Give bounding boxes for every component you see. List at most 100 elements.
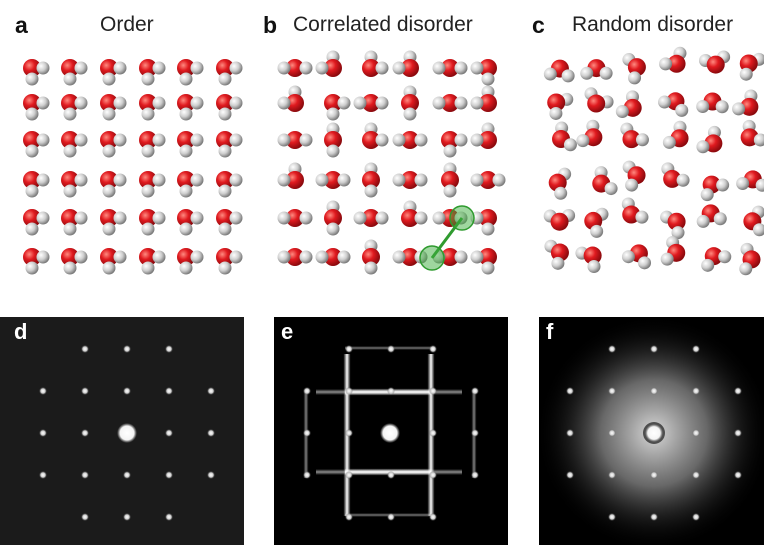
hydrogen-atom <box>337 173 351 187</box>
oxygen-atom <box>216 131 234 149</box>
hydrogen-atom <box>299 211 313 225</box>
hydrogen-atom <box>190 133 204 147</box>
water-molecule <box>353 209 389 227</box>
hydrogen-atom <box>102 184 116 198</box>
bragg-peak <box>345 471 353 479</box>
water-molecule <box>100 131 127 158</box>
hydrogen-atom <box>299 250 313 264</box>
panel-a-ordered-lattice <box>23 59 243 275</box>
oxygen-atom <box>587 94 606 113</box>
bragg-peak <box>608 387 616 395</box>
hydrogen-atom <box>375 61 389 75</box>
water-molecule <box>139 209 166 236</box>
oxygen-atom <box>23 171 41 189</box>
oxygen-atom <box>667 212 686 231</box>
water-molecule <box>362 50 389 77</box>
hydrogen-atom <box>752 223 764 237</box>
bragg-peak <box>39 387 47 395</box>
water-molecule <box>362 122 389 149</box>
hydrogen-atom <box>621 250 635 264</box>
hydrogen-atom <box>63 261 77 275</box>
hydrogen-atom <box>375 211 389 225</box>
hydrogen-atom <box>732 102 746 116</box>
bragg-peak <box>650 345 658 353</box>
hydrogen-atom <box>179 222 193 236</box>
panel-b-correlated-lattice <box>277 50 506 275</box>
oxygen-atom <box>479 209 497 227</box>
bragg-peak <box>387 345 395 353</box>
panel-c-title: Random disorder <box>572 13 734 36</box>
hydrogen-atom <box>739 262 753 276</box>
hydrogen-atom <box>102 261 116 275</box>
hydrogen-atom <box>141 261 155 275</box>
hydrogen-atom <box>277 133 291 147</box>
water-molecule <box>543 59 575 83</box>
oxygen-atom <box>401 131 419 149</box>
hydrogen-atom <box>229 133 243 147</box>
panel-d-letter: d <box>14 319 28 344</box>
water-molecule <box>61 248 88 275</box>
water-molecule <box>743 205 764 237</box>
oxygen-atom <box>139 171 157 189</box>
bragg-peak <box>165 387 173 395</box>
oxygen-atom <box>622 130 641 149</box>
bragg-peak <box>650 387 658 395</box>
hydrogen-atom <box>635 133 649 147</box>
bragg-peak <box>429 345 437 353</box>
oxygen-atom <box>324 209 342 227</box>
hydrogen-atom <box>375 96 389 110</box>
hydrogen-atom <box>635 210 649 224</box>
oxygen-atom <box>324 59 342 77</box>
central-peak <box>645 424 663 442</box>
water-molecule <box>315 248 351 266</box>
water-molecule <box>324 200 342 236</box>
oxygen-atom <box>479 94 497 112</box>
hydrogen-atom <box>113 250 127 264</box>
water-molecule <box>177 94 204 121</box>
water-molecule <box>277 162 304 189</box>
oxygen-atom <box>23 248 41 266</box>
water-molecule <box>353 94 389 112</box>
oxygen-atom <box>550 212 569 231</box>
hydrogen-atom <box>432 96 446 110</box>
water-molecule <box>592 166 618 196</box>
oxygen-atom <box>100 209 118 227</box>
bragg-peak <box>650 513 658 521</box>
water-molecule <box>696 204 727 228</box>
hydrogen-atom <box>481 222 495 236</box>
hydrogen-atom <box>36 96 50 110</box>
oxygen-atom <box>324 94 342 112</box>
water-molecule <box>621 197 649 224</box>
water-molecule <box>621 244 652 270</box>
oxygen-atom <box>441 59 459 77</box>
hydrogen-atom <box>470 61 484 75</box>
water-molecule <box>470 248 497 275</box>
oxygen-atom <box>441 131 459 149</box>
oxygen-atom <box>177 59 195 77</box>
hydrogen-atom <box>671 226 685 240</box>
oxygen-atom <box>61 131 79 149</box>
water-molecule <box>139 171 166 198</box>
hydrogen-atom <box>432 211 446 225</box>
oxygen-atom <box>401 209 419 227</box>
oxygen-atom <box>23 59 41 77</box>
bragg-peak <box>734 471 742 479</box>
panel-f-letter: f <box>546 319 554 344</box>
hydrogen-atom <box>563 138 577 152</box>
water-molecule <box>699 50 731 74</box>
water-molecule <box>23 209 50 236</box>
oxygen-atom <box>61 94 79 112</box>
bragg-peak <box>429 429 437 437</box>
hydrogen-atom <box>353 211 367 225</box>
water-molecule <box>177 248 204 275</box>
water-molecule <box>622 160 646 192</box>
water-molecule <box>61 131 88 158</box>
oxygen-atom <box>362 94 380 112</box>
water-molecule <box>547 92 574 120</box>
hydrogen-atom <box>549 106 563 120</box>
hydrogen-atom <box>604 182 618 196</box>
hydrogen-atom <box>74 250 88 264</box>
water-molecule <box>401 200 428 227</box>
hydrogen-atom <box>739 67 753 81</box>
